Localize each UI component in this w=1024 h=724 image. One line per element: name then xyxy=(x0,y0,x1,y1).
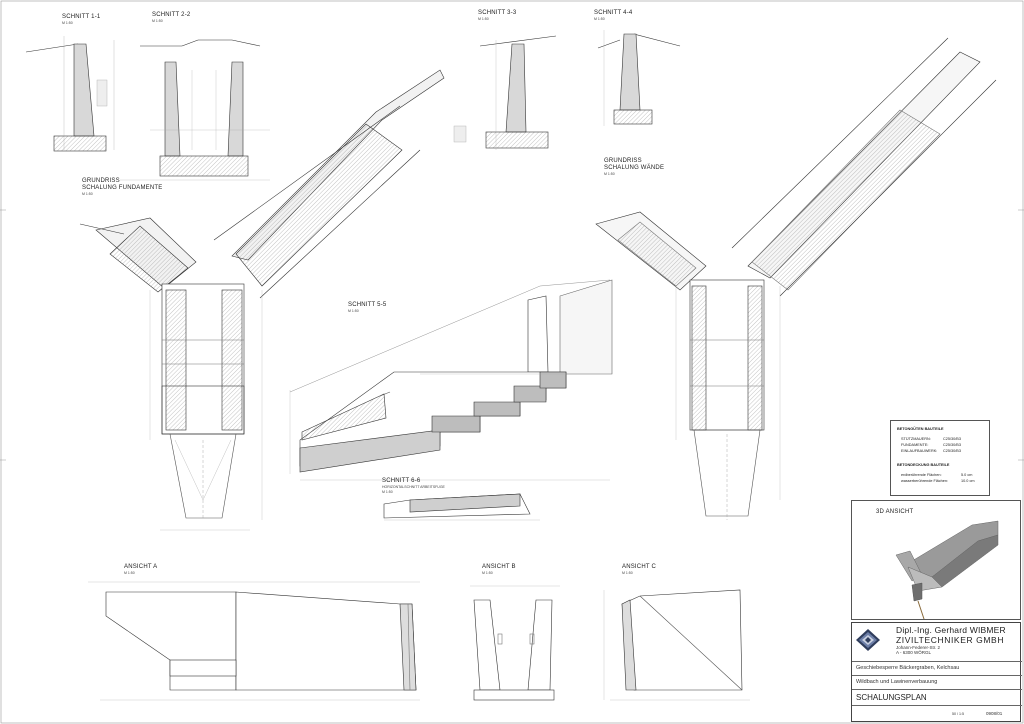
project-name: Geschiebesperre Bäckergraben, Kelchsau xyxy=(856,665,960,671)
company-city: A - 6300 WÖRGL xyxy=(896,650,932,655)
scale-4-4: M 1:50 xyxy=(594,17,605,21)
3d-model-image xyxy=(895,520,999,620)
plan-foundations xyxy=(79,69,445,531)
scale-grundriss-fundamente: M 1:50 xyxy=(82,192,93,196)
title-schnitt-2-2: SCHNITT 2-2 xyxy=(152,12,191,18)
title-schnitt-6-6: SCHNITT 6-6 xyxy=(382,478,421,484)
client-name: Wildbach und Lawinenverbauung xyxy=(856,679,938,685)
title-schnitt-4-4: SCHNITT 4-4 xyxy=(594,10,633,16)
section-6-6 xyxy=(383,493,540,521)
section-2-2 xyxy=(140,39,270,177)
concrete-label-2: EINLAUFBAUWERK: xyxy=(901,449,938,453)
title-schnitt-3-3: SCHNITT 3-3 xyxy=(478,10,517,16)
scale-2-2: M 1:50 xyxy=(152,19,163,23)
company-name: Dipl.-Ing. Gerhard WIBMER xyxy=(896,625,1006,635)
scale-5-5: M 1:50 xyxy=(348,309,359,313)
scale-grundriss-waende: M 1:50 xyxy=(604,172,615,176)
cover-value-0: 5.0 cm xyxy=(961,473,973,477)
title-schnitt-1-1: SCHNITT 1-1 xyxy=(62,14,101,20)
title-ansicht-a: ANSICHT A xyxy=(124,564,158,570)
company-logo xyxy=(856,629,880,651)
section-1-1 xyxy=(25,36,115,152)
concrete-spec-title: BETONGÜTEN BAUTEILE xyxy=(897,427,944,431)
title-schnitt-5-5: SCHNITT 5-5 xyxy=(348,302,387,308)
title-3d-ansicht: 3D ANSICHT xyxy=(876,509,914,515)
elevation-a xyxy=(88,581,420,701)
subtitle-grundriss-fundamente: SCHALUNG FUNDAMENTE xyxy=(82,185,163,191)
cover-label-0: erdberührende Flächen: xyxy=(901,473,942,477)
scale-ansicht-a: M 1:50 xyxy=(124,571,135,575)
cover-value-1: 10.0 cm xyxy=(961,479,975,483)
title-ansicht-c: ANSICHT C xyxy=(622,564,657,570)
scale-ansicht-c: M 1:50 xyxy=(622,571,633,575)
plan-walls xyxy=(595,37,997,520)
concrete-value-1: C25/30/B3 xyxy=(943,443,961,447)
concrete-spec-box: BETONGÜTEN BAUTEILE STÜTZMAUERN: C25/30/… xyxy=(890,420,990,496)
title-grundriss-waende: GRUNDRISS xyxy=(604,158,642,164)
plan-title: SCHALUNGSPLAN xyxy=(856,693,927,702)
section-5-5 xyxy=(289,279,613,481)
subtitle-schnitt-6-6: HORIZONTALSCHNITT ARBEITSFUGE xyxy=(382,485,445,489)
scale-1-1: M 1:50 xyxy=(62,21,73,25)
elevation-b xyxy=(470,585,560,701)
concrete-value-2: C25/30/B3 xyxy=(943,449,961,453)
elevation-c xyxy=(603,589,750,701)
scale-3-3: M 1:50 xyxy=(478,17,489,21)
plan-number: 0908/01 xyxy=(986,711,1003,716)
cover-label-1: wasserberührende Flächen: xyxy=(901,479,949,483)
row-client: Wildbach und Lawinenverbauung xyxy=(852,675,1022,689)
view-3d-box: 3D ANSICHT xyxy=(851,500,1021,620)
title-block: Dipl.-Ing. Gerhard WIBMER ZIVILTECHNIKER… xyxy=(851,622,1022,723)
concrete-label-0: STÜTZMAUERN: xyxy=(901,437,931,441)
concrete-value-0: C25/30/B3 xyxy=(943,437,961,441)
subtitle-grundriss-waende: SCHALUNG WÄNDE xyxy=(604,165,665,171)
company-street: Johann-Federer-Str. 2 xyxy=(896,645,941,650)
company-type: ZIVILTECHNIKER GMBH xyxy=(896,635,1005,645)
title-ansicht-b: ANSICHT B xyxy=(482,564,516,570)
concrete-label-1: FUNDAMENTE: xyxy=(901,443,929,447)
row-project: Geschiebesperre Bäckergraben, Kelchsau xyxy=(852,661,1022,675)
scale-ansicht-b: M 1:50 xyxy=(482,571,493,575)
section-3-3 xyxy=(453,35,557,150)
cover-spec-title: BETONDECKUNG BAUTEILE xyxy=(897,463,950,467)
scale-6-6: M 1:50 xyxy=(382,490,393,494)
row-plan-meta: 50 / 1:5 0908/01 xyxy=(852,705,1022,723)
sheet-scale: 50 / 1:5 xyxy=(952,712,964,716)
company-info: Dipl.-Ing. Gerhard WIBMER ZIVILTECHNIKER… xyxy=(896,625,1006,655)
logo-mosaic-icon xyxy=(856,629,880,651)
section-4-4 xyxy=(597,30,681,126)
row-plan-title: SCHALUNGSPLAN xyxy=(852,689,1022,705)
title-grundriss-fundamente: GRUNDRISS xyxy=(82,178,120,184)
